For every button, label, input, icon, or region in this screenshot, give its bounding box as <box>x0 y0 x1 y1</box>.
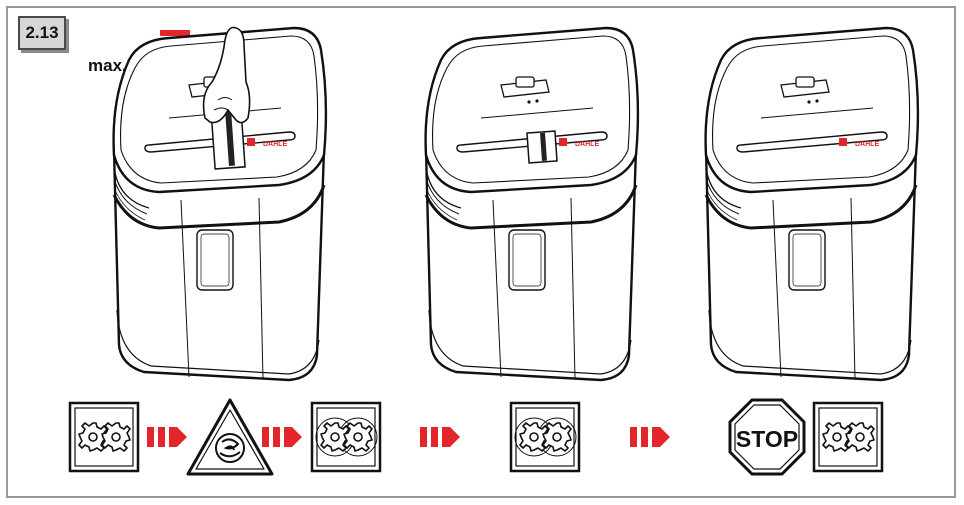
red-arrow-icon <box>262 427 302 447</box>
gears-rotating-icon <box>509 401 581 473</box>
shredder-illustration-1: DAHLE <box>112 26 328 382</box>
stop-sign-icon: STOP <box>728 398 806 476</box>
red-arrow-icon <box>630 427 670 447</box>
red-arrow-icon <box>147 427 187 447</box>
shredder-illustration-3: DAHLE <box>704 26 920 382</box>
gears-still-icon <box>68 401 140 473</box>
figure-frame <box>6 6 956 498</box>
hand-inserting-card-icon <box>202 26 251 170</box>
stop-sign-label: STOP <box>736 426 798 452</box>
brand-label: DAHLE <box>855 141 879 148</box>
card-partially-shredded-icon <box>526 130 558 164</box>
brand-label: DAHLE <box>263 141 287 148</box>
step-label: 2.13 <box>18 16 66 50</box>
gears-still-icon <box>812 401 884 473</box>
gears-rotating-icon <box>310 401 382 473</box>
auto-start-warning-icon <box>186 398 274 476</box>
red-arrow-icon <box>420 427 460 447</box>
brand-label: DAHLE <box>575 141 599 148</box>
shredder-illustration-2: DAHLE <box>424 26 640 382</box>
